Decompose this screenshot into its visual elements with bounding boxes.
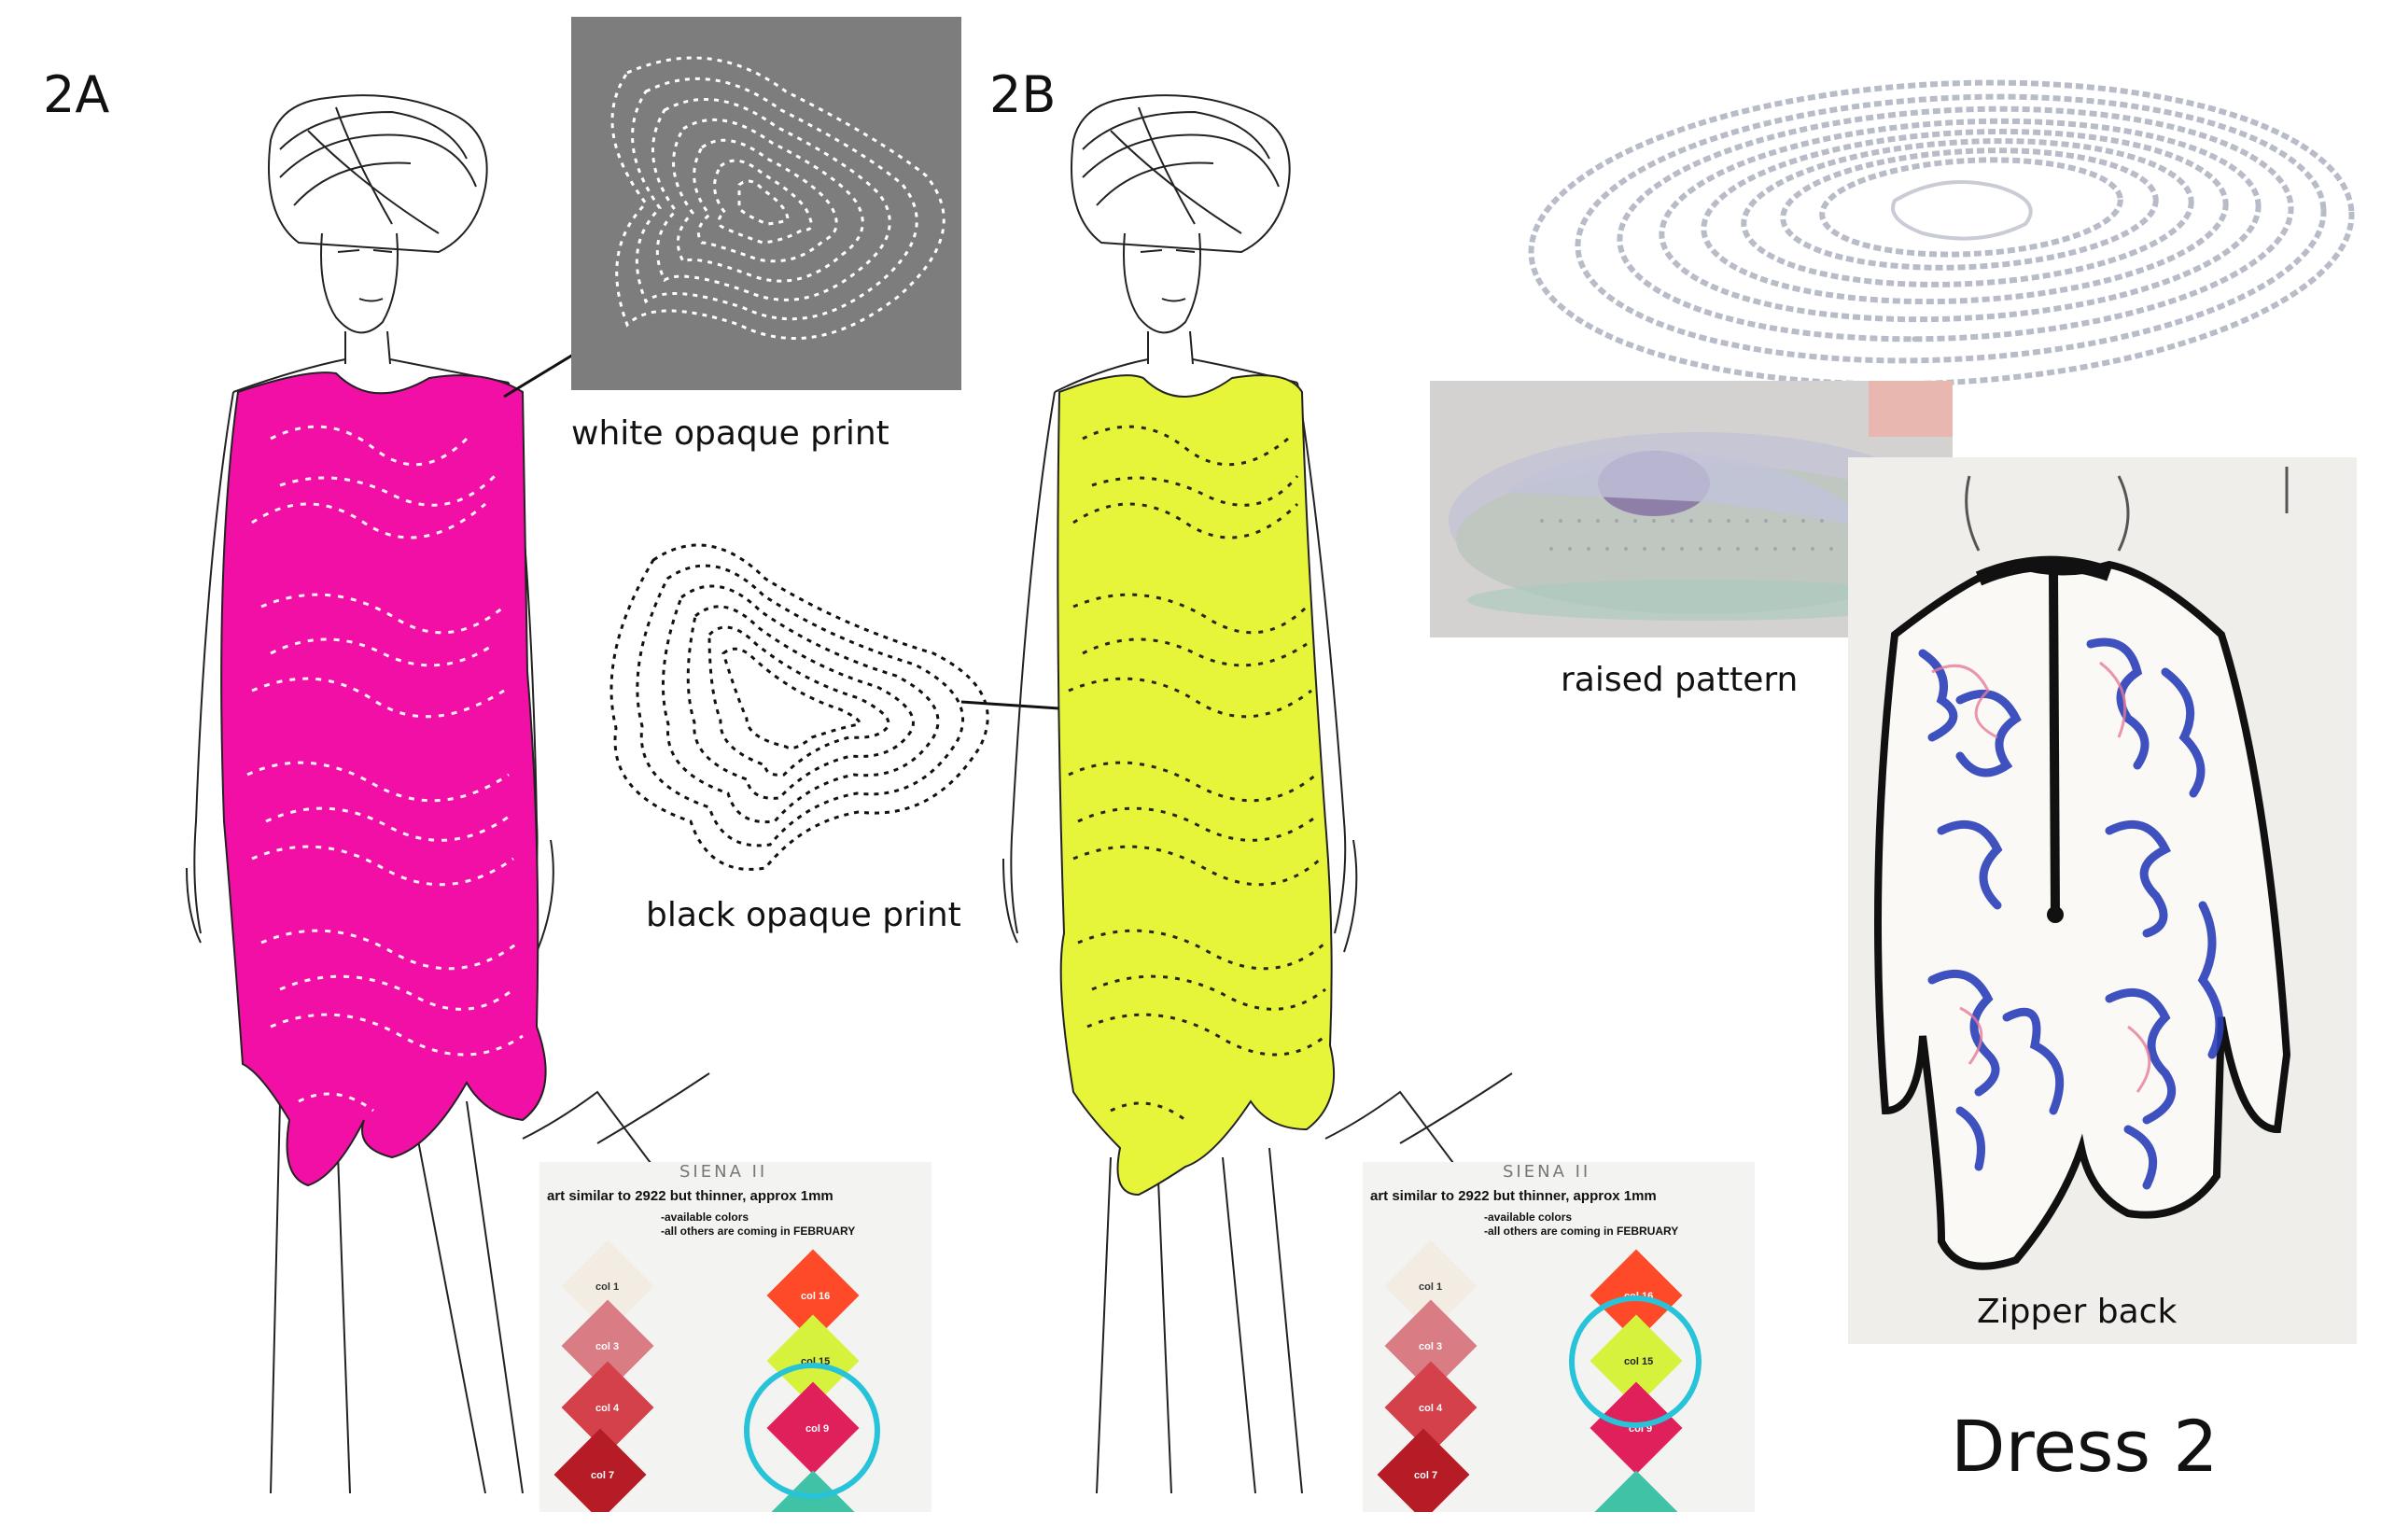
- swatch-label-col-9: col 9: [805, 1423, 830, 1435]
- swatch-label-col-16: col 16: [801, 1291, 831, 1302]
- dress-title: Dress 2: [1951, 1405, 2219, 1488]
- dress-2b-label: 2B: [989, 65, 1057, 124]
- swatch-card-heading: SIENA II: [679, 1162, 768, 1182]
- raised-pattern-caption: raised pattern: [1561, 661, 1799, 699]
- highlight-circle-col-9: [744, 1363, 880, 1499]
- swatch-card-heading: SIENA II: [1503, 1162, 1591, 1182]
- swatch-card-line1: art similar to 2922 but thinner, approx …: [547, 1188, 833, 1204]
- swatch-label-col-7: col 7: [591, 1470, 615, 1481]
- swatch-label-col-1: col 1: [595, 1281, 620, 1293]
- swatch-label-col-3: col 3: [595, 1341, 620, 1352]
- zipper-back-sketch: [1848, 457, 2357, 1344]
- swatch-label-col-7: col 7: [1414, 1470, 1438, 1481]
- swatch-card-line2: -available colors: [661, 1211, 749, 1224]
- white-pattern-graphic: [610, 56, 945, 341]
- zipper-back-photo: [1848, 457, 2357, 1344]
- swatch-label-col-1: col 1: [1419, 1281, 1443, 1293]
- swatch-card-line1: art similar to 2922 but thinner, approx …: [1370, 1188, 1657, 1204]
- swatch-card-line2: -available colors: [1484, 1211, 1573, 1224]
- black-print-caption: black opaque print: [646, 896, 961, 934]
- swatch-card-line3: -all others are coming in FEBRUARY: [1484, 1225, 1679, 1238]
- swatch-label-col-3: col 3: [1419, 1341, 1443, 1352]
- swatch-label-col-4: col 4: [595, 1403, 620, 1414]
- zipper-back-caption: Zipper back: [1977, 1293, 2178, 1331]
- highlight-circle-col-15: [1569, 1295, 1702, 1428]
- dress-2a-label: 2A: [43, 65, 110, 124]
- swatch-card-line3: -all others are coming in FEBRUARY: [661, 1225, 856, 1238]
- swatch-card-2a: SIENA II art similar to 2922 but thinner…: [539, 1162, 931, 1512]
- swatch-label-col-4: col 4: [1419, 1403, 1443, 1414]
- white-print-panel: [571, 17, 961, 390]
- swatch-label-col-15: col 15: [1624, 1356, 1654, 1367]
- white-print-caption: white opaque print: [571, 414, 889, 453]
- swatch-card-2b: SIENA II art similar to 2922 but thinner…: [1363, 1162, 1755, 1512]
